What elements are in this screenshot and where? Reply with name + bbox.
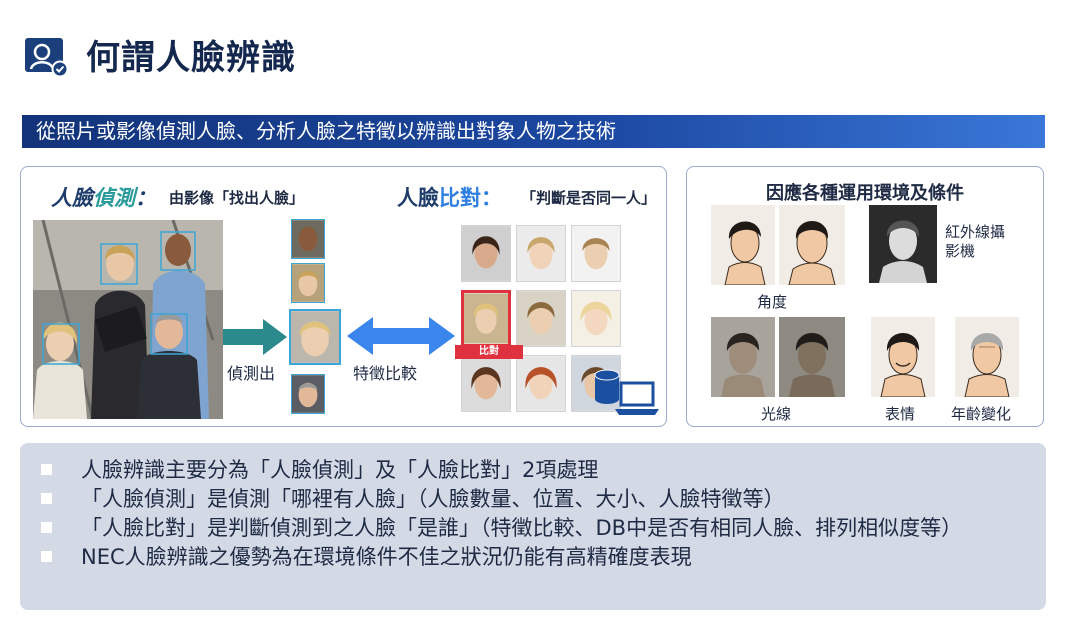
match-badge: 比對: [455, 345, 523, 359]
candidate-face: [516, 225, 566, 282]
notes-list: 人臉辨識主要分為「人臉偵測」及「人臉比對」2項處理 「人臉偵測」是偵測「哪裡有人…: [20, 456, 1046, 572]
note-text: 「人臉比對」是判斷偵測到之人臉「是誰」（特徵比較、DB中是否有相同人臉、排列相似…: [81, 516, 963, 540]
conditions-panel: 因應各種運用環境及條件 角度 紅外線攝 影機 光線: [686, 166, 1044, 427]
infrared-label: 紅外線攝 影機: [945, 223, 1006, 260]
face-angle-side: [711, 205, 775, 285]
candidate-face: [461, 225, 511, 282]
face-infrared: [869, 205, 937, 283]
candidate-face: [571, 290, 621, 347]
bullet-square-icon: [41, 522, 52, 533]
page-title: 何謂人臉辨識: [86, 38, 296, 78]
database-laptop-icon: [594, 369, 659, 415]
subtitle-banner: 從照片或影像偵測人臉、分析人臉之特徵以辨識出對象人物之技術: [22, 115, 1045, 148]
candidate-face: [571, 225, 621, 282]
detected-face-thumb: [291, 374, 325, 414]
matched-face: [461, 290, 511, 347]
office-group-photo: [33, 220, 223, 419]
candidate-face: [516, 290, 566, 347]
comparison-title-part1: 人臉: [397, 186, 439, 210]
face-lighting-dark: [779, 317, 845, 397]
candidate-face: [516, 355, 566, 412]
detection-title-part1: 人臉: [51, 186, 93, 210]
note-text: NEC人臉辨識之優勢為在環境條件不佳之狀況仍能有高精確度表現: [81, 545, 692, 569]
detected-face-thumb: [291, 219, 325, 259]
note-item: 人臉辨識主要分為「人臉偵測」及「人臉比對」2項處理: [20, 456, 1046, 485]
note-text: 人臉辨識主要分為「人臉偵測」及「人臉比對」2項處理: [81, 458, 599, 482]
detect-arrow-icon: [223, 319, 287, 355]
detection-title-colon: ：: [135, 186, 156, 210]
expression-label: 表情: [885, 405, 916, 423]
compare-double-arrow-icon: [347, 317, 455, 355]
notes-box: 人臉辨識主要分為「人臉偵測」及「人臉比對」2項處理 「人臉偵測」是偵測「哪裡有人…: [20, 443, 1046, 610]
note-text: 「人臉偵測」是偵測「哪裡有人臉」（人臉數量、位置、大小、人臉特徵等）: [81, 487, 785, 511]
bullet-square-icon: [41, 464, 52, 475]
detected-face-large: [289, 309, 341, 365]
angle-label: 角度: [757, 293, 788, 311]
detect-arrow-label: 偵測出: [227, 364, 276, 383]
note-item: 「人臉偵測」是偵測「哪裡有人臉」（人臉數量、位置、大小、人臉特徵等）: [20, 485, 1046, 514]
note-item: NEC人臉辨識之優勢為在環境條件不佳之狀況仍能有高精確度表現: [20, 543, 1046, 572]
comparison-title-part2: 比對: [439, 186, 481, 210]
face-expression: [871, 317, 935, 397]
detection-comparison-panel: 人臉偵測： 由影像「找出人臉」 人臉比對： 「判斷是否同一人」: [20, 166, 667, 427]
candidate-face: [461, 355, 511, 412]
detected-face-thumb: [291, 263, 325, 303]
face-recognition-shield-icon: [25, 38, 69, 78]
age-label: 年齡變化: [951, 405, 1012, 423]
comparison-subtitle: 「判斷是否同一人」: [521, 189, 657, 207]
face-age: [955, 317, 1019, 397]
comparison-title-colon: ：: [481, 186, 502, 210]
bullet-square-icon: [41, 493, 52, 504]
face-angle-front: [779, 205, 845, 285]
comparison-title: 人臉比對：: [397, 182, 502, 212]
conditions-title: 因應各種運用環境及條件: [766, 183, 964, 204]
lighting-label: 光線: [761, 405, 792, 423]
detection-title: 人臉偵測：: [51, 182, 156, 212]
note-item: 「人臉比對」是判斷偵測到之人臉「是誰」（特徵比較、DB中是否有相同人臉、排列相似…: [20, 514, 1046, 543]
detection-title-part2: 偵測: [93, 186, 135, 210]
banner-text: 從照片或影像偵測人臉、分析人臉之特徵以辨識出對象人物之技術: [36, 119, 616, 143]
bullet-square-icon: [41, 551, 52, 562]
face-lighting-dim: [711, 317, 775, 397]
detection-subtitle: 由影像「找出人臉」: [169, 189, 305, 207]
compare-arrow-label: 特徵比較: [353, 364, 418, 383]
